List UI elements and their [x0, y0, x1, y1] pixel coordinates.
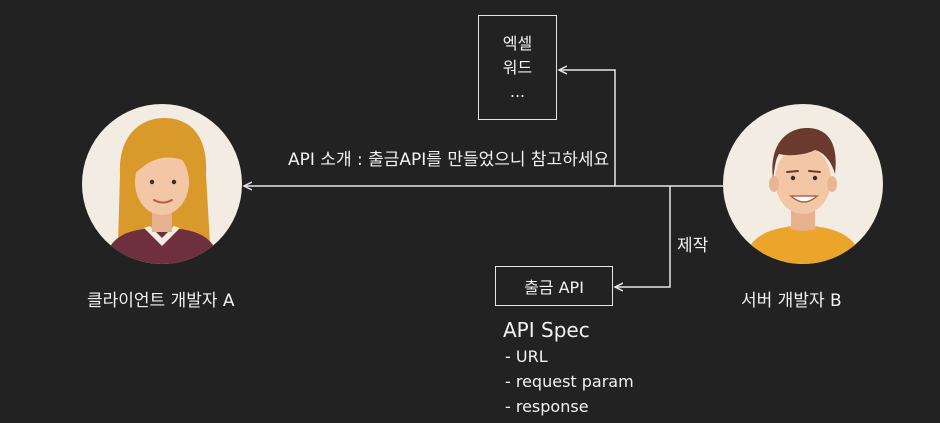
intro-arrow-label: API 소개 : 출금API를 만들었으니 참고하세요 [288, 150, 610, 170]
api-spec-title: API Spec [503, 318, 590, 342]
document-arrow [559, 70, 616, 186]
make-label: 제작 [677, 236, 709, 256]
document-line-word: 워드 [502, 57, 533, 77]
client-developer-avatar [82, 104, 242, 264]
api-spec: API Spec - URL - request param - respons… [503, 316, 634, 419]
document-line-excel: 엑셀 [502, 33, 533, 53]
server-developer-label: 서버 개발자 B [741, 291, 842, 311]
api-spec-item-response: - response [505, 397, 589, 416]
client-developer-label: 클라이언트 개발자 A [87, 291, 235, 311]
api-spec-item-url: - URL [505, 347, 548, 366]
withdraw-api-label: 출금 API [524, 278, 584, 297]
document-box: 엑셀 워드 ... [478, 15, 557, 120]
withdraw-api-box: 출금 API [495, 266, 613, 306]
api-spec-item-request-param: - request param [505, 372, 634, 391]
server-developer-avatar [723, 104, 883, 264]
make-arrow [615, 186, 671, 287]
document-line-ellipsis: ... [509, 81, 526, 101]
